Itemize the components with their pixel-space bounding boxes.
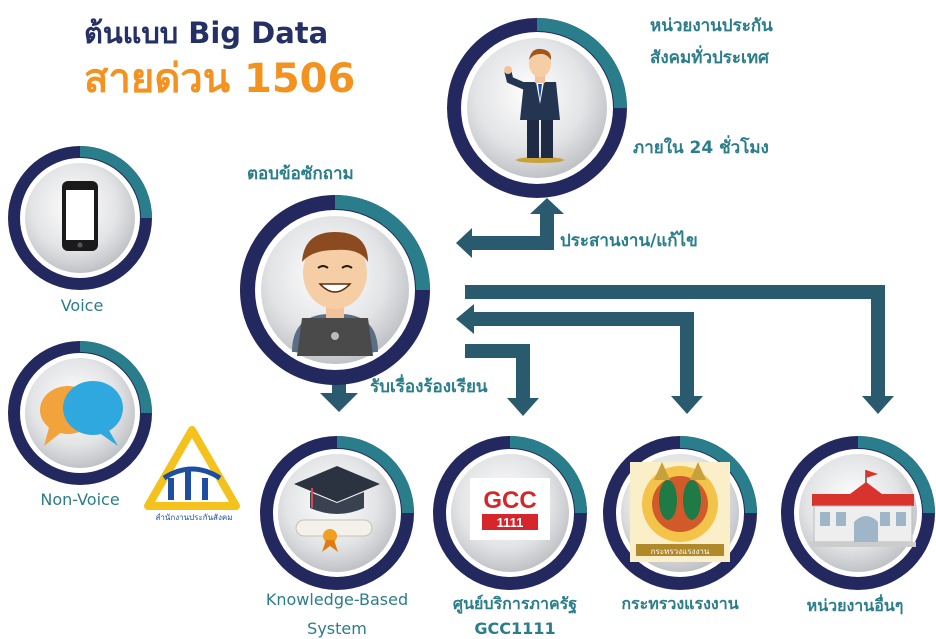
- voice-label: Voice: [60, 296, 104, 315]
- complaint-label: รับเรื่องร้องเรียน: [370, 377, 488, 397]
- businessman-icon: [504, 48, 564, 163]
- ministry-seal-icon: กระทรวงแรงงาน: [630, 462, 730, 562]
- svg-text:กระทรวงแรงงาน: กระทรวงแรงงาน: [651, 547, 710, 556]
- other-label: หน่วยงานอื่นๆ: [806, 596, 904, 615]
- gcc-logo: GCC 1111: [470, 478, 550, 540]
- diagram-title: ต้นแบบ Big Data: [84, 16, 329, 50]
- arrow-coordinate: [456, 198, 564, 258]
- sso-logo-caption: สำนักงานประกันสังคม: [155, 513, 233, 522]
- flow-arrows: [320, 198, 894, 416]
- building-icon: [810, 470, 916, 547]
- sso-label-line2: สังคมทั่วประเทศ: [650, 48, 769, 68]
- gcc-label-line1: ศูนย์บริการภาครัฐ: [452, 594, 578, 613]
- coordinate-label: ประสานงาน/แก้ไข: [560, 231, 698, 251]
- within-24-label: ภายใน 24 ชั่วโมง: [633, 138, 769, 158]
- nonvoice-label: Non-Voice: [40, 490, 120, 509]
- ministry-label: กระทรวงแรงงาน: [621, 594, 739, 613]
- operator-icon: [292, 232, 378, 356]
- sso-label-line1: หน่วยงานประกัน: [650, 16, 773, 36]
- chat-bubbles-icon: [40, 381, 123, 446]
- arrow-to-gcc: [465, 344, 539, 416]
- svg-text:1111: 1111: [497, 515, 524, 530]
- kb-label-line1: Knowledge-Based: [265, 590, 409, 609]
- arrow-to-ministry: [456, 304, 703, 414]
- sso-logo: [144, 426, 240, 510]
- svg-text:GCC: GCC: [483, 487, 536, 514]
- arrow-to-other: [465, 285, 894, 414]
- kb-label-line2: System: [307, 619, 367, 638]
- phone-icon: [62, 181, 98, 251]
- answer-label: ตอบข้อซักถาม: [247, 164, 354, 184]
- diagram-subtitle: สายด่วน 1506: [84, 56, 356, 102]
- graduation-cap-icon: [294, 466, 380, 552]
- gcc-label-line2: GCC1111: [474, 619, 556, 638]
